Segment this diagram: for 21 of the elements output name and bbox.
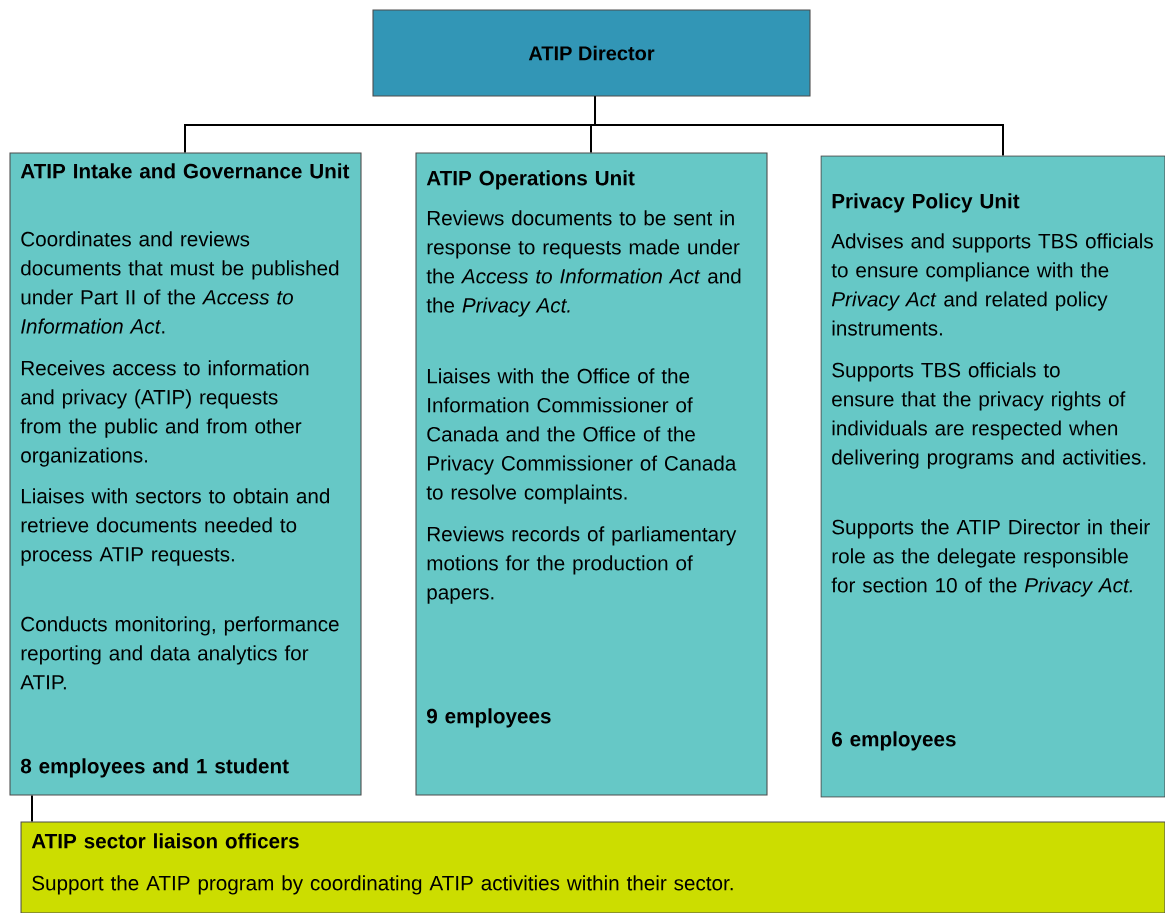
description: Liaises with the Office of the Information Commissioner of Canada and the Office of the Privacy Commissioner of Canada to resolve complaints. [426, 368, 737, 504]
box-heading: ATIP Intake and Governance Unit [20, 163, 350, 179]
connector-line [31, 794, 33, 823]
description: Coordinates and reviews documents that must be published under Part II of the Access to Information Act. [21, 231, 339, 334]
staff-count: 6 employees [832, 731, 956, 751]
box-heading: Privacy Policy Unit [832, 193, 1020, 213]
staff-count: 8 employees and 1 student [20, 758, 289, 778]
description: Advises and supports TBS officials to ensure compliance with the Privacy Act and related policy instruments. [831, 233, 1153, 336]
box-title: ATIP Director [528, 45, 655, 61]
description: Receives access to information and privacy (ATIP) requests from the public and from other organizations. [20, 360, 309, 467]
description: Supports the ATIP Director in their role as the delegate responsible for section 10 of the Privacy Act. [831, 519, 1150, 597]
box-heading: ATIP Operations Unit [426, 170, 635, 190]
description: Reviews records of parliamentary motions for the production of papers. [427, 526, 737, 604]
box-heading: ATIP sector liaison officers [31, 833, 299, 849]
description: Liaises with sectors to obtain and retrieve documents needed to process ATIP requests. [21, 488, 330, 566]
description: Reviews documents to be sent in response to requests made under the Access to Information Act and the Privacy Act. [426, 210, 741, 317]
staff-count: 9 employees [427, 708, 551, 728]
description: Supports TBS officials to ensure that the privacy rights of individuals are respected when delivering programs and activities. [832, 362, 1146, 469]
connector-line [594, 95, 1004, 157]
description: Conducts monitoring, performance reporting and data analytics for ATIP. [20, 616, 339, 690]
description: Support the ATIP program by coordinating ATIP activities within their sector. [32, 875, 733, 895]
